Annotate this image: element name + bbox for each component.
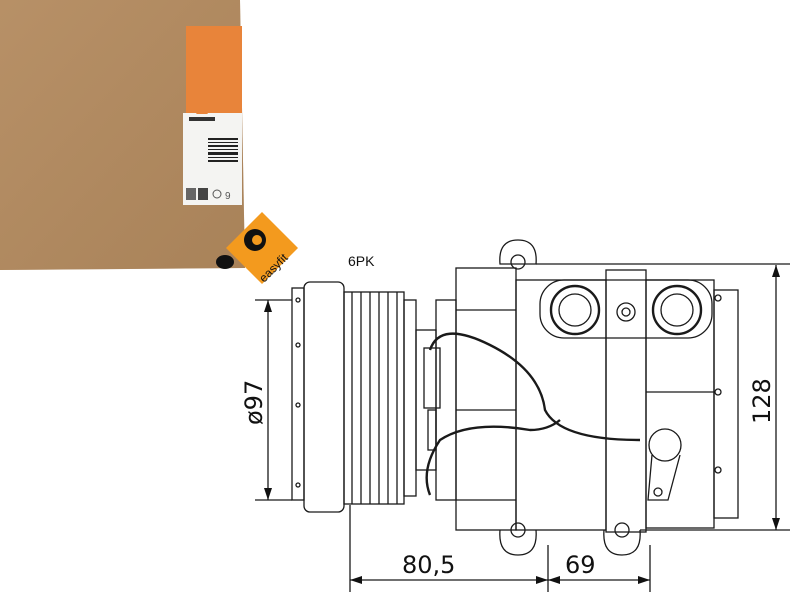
- compressor-body: [415, 239, 739, 556]
- offset-label: 80,5: [402, 551, 455, 579]
- packaging-box: 9: [0, 0, 245, 270]
- nrf-logo: [189, 117, 215, 121]
- svg-text:9: 9: [225, 191, 231, 202]
- diameter-label: ø97: [240, 380, 268, 425]
- orange-label: [186, 26, 242, 114]
- belt-type-label: 6PK: [348, 253, 375, 269]
- dimension-diameter: ø97: [240, 299, 292, 501]
- barcode: [208, 138, 238, 162]
- dimension-height: 128: [536, 263, 790, 531]
- pulley: [291, 281, 417, 513]
- spacing-label: 69: [565, 551, 596, 579]
- height-label: 128: [748, 378, 776, 424]
- dimension-offset: 80,5 69: [349, 505, 651, 592]
